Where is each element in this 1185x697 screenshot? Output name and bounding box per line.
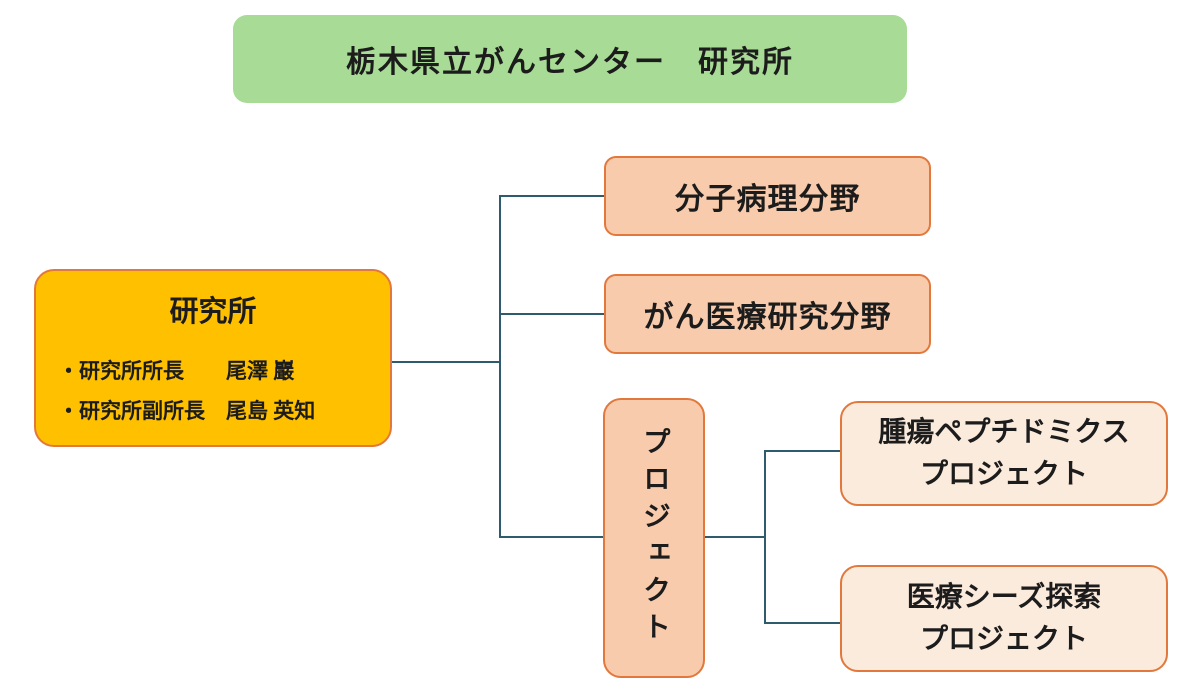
institute-member-list: ・研究所所長 尾澤 巖 ・研究所副所長 尾島 英知 [36,351,390,431]
connector-branch-project-1 [765,450,840,452]
project-box-tumor-peptidomics: 腫瘍ペプチドミクス プロジェクト [840,401,1168,506]
connector-project-group-to-trunk [705,536,765,538]
division-label: がん医療研究分野 [643,301,892,334]
project-group-label: プロジェクト [639,427,670,649]
project-group-box: プロジェクト [603,398,705,678]
connector-institute-to-trunk [392,361,500,363]
institute-member-director: ・研究所所長 尾澤 巖 [58,359,295,383]
connector-branch-project-group [500,536,603,538]
org-title-box: 栃木県立がんセンター 研究所 [233,15,907,103]
division-label: 分子病理分野 [674,183,861,216]
connector-trunk-vertical [499,195,501,538]
division-box-cancer-medical-research: がん医療研究分野 [604,274,931,354]
project-label: 医療シーズ探索 プロジェクト [906,581,1102,655]
institute-label: 研究所 [169,296,257,328]
connector-branch-division-1 [500,195,604,197]
division-box-molecular-pathology: 分子病理分野 [604,156,931,236]
project-label: 腫瘍ペプチドミクス プロジェクト [878,416,1130,490]
connector-branch-division-2 [500,313,604,315]
connector-branch-project-2 [765,622,840,624]
project-box-medical-seeds-exploration: 医療シーズ探索 プロジェクト [840,565,1168,672]
institute-member-deputy-director: ・研究所副所長 尾島 英知 [58,399,316,423]
org-title-label: 栃木県立がんセンター 研究所 [346,46,794,79]
connector-project-trunk-vertical [764,450,766,624]
institute-box: 研究所 ・研究所所長 尾澤 巖 ・研究所副所長 尾島 英知 [34,269,392,447]
